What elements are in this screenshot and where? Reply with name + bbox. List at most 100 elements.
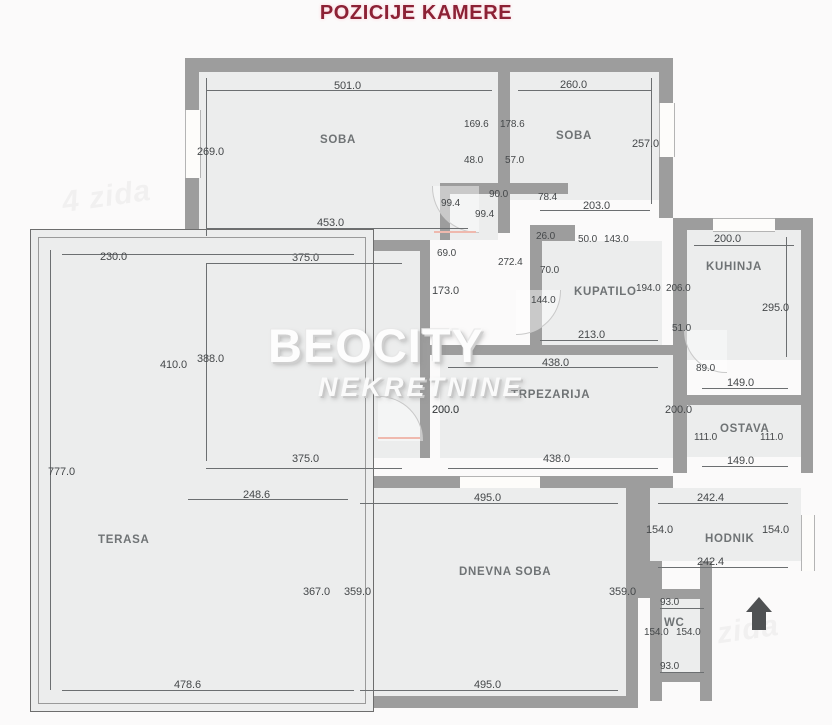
interior-wall-wc-bottom (650, 672, 712, 682)
dimline-kuhinja-top (694, 245, 794, 246)
room-label-dnevna-soba: DNEVNA SOBA (459, 566, 552, 578)
dim-kupatilo-194: 194.0 (636, 283, 661, 294)
dimline-soba3-bottom (206, 468, 402, 469)
dimline-wc-bottom (660, 672, 704, 673)
dim-dnevna-top: 495.0 (474, 492, 502, 504)
dim-kupatilo-26: 26.0 (536, 231, 556, 242)
dim-trpezarija-left: 200.0 (432, 404, 460, 416)
dim-ostava-89: 89.0 (696, 363, 716, 374)
dim-soba3-outer-left: 410.0 (160, 359, 188, 371)
dim-soba1-left: 269.0 (197, 146, 225, 158)
exterior-wall-right (801, 218, 813, 473)
dim-soba2-right: 257.0 (632, 138, 660, 150)
dim-hodnik-left: 154.0 (646, 524, 674, 536)
dim-kuhinja-right: 295.0 (762, 302, 790, 314)
interior-wall-center-vertical (498, 183, 510, 233)
room-label-soba-1: SOBA (320, 134, 357, 146)
dimline-terasa-inner (188, 499, 348, 500)
dim-soba3-top: 375.0 (292, 252, 320, 264)
dimline-soba2-top (518, 90, 652, 91)
dim-kupatilo-2724: 272.4 (498, 257, 523, 268)
room-ostava (687, 405, 801, 457)
dim-terasa-left: 777.0 (48, 466, 76, 478)
window-soba1-left (185, 110, 201, 178)
page-title: POZICIJE KAMERE (319, 2, 513, 24)
dimline-ostava-bottom (702, 466, 788, 467)
dim-kupatilo-50: 50.0 (578, 234, 598, 245)
dimline-hodnik-top (658, 503, 788, 504)
dim-wc-right: 154.0 (676, 627, 701, 638)
dim-soba1-bottom: 453.0 (317, 217, 345, 229)
dim-center-994-a: 99.4 (441, 198, 461, 209)
background-watermark-left: 4 zida (60, 173, 154, 220)
dimline-kupatilo-bottom (540, 340, 658, 341)
interior-wall-soba3-right (420, 240, 430, 458)
dim-trpezarija-bottom: 438.0 (543, 453, 571, 465)
dim-wc-top: 93.0 (660, 597, 680, 608)
dim-kupatilo-143: 143.0 (604, 234, 629, 245)
dimline-dnevna-top (360, 503, 618, 504)
window-soba2-right (659, 103, 675, 157)
room-label-trpezarija: TRPEZARIJA (511, 389, 591, 401)
dimline-dnevna-bottom (360, 690, 618, 691)
room-wc (662, 599, 700, 672)
dimline-soba3-top (206, 263, 402, 264)
dim-center-90: 90.0 (489, 189, 509, 200)
room-label-soba-2: SOBA (556, 130, 593, 142)
dim-soba2-bottom: 203.0 (583, 200, 611, 212)
interior-wall-ostava-top (687, 395, 801, 405)
interior-wall-kuhinja-left (673, 218, 687, 473)
dimline-kuhinja-right (786, 237, 787, 357)
room-dnevna-soba (352, 488, 626, 696)
exterior-wall-bottom (338, 696, 638, 708)
interior-wall-hodnik-left (638, 488, 650, 598)
room-hodnik (650, 488, 801, 561)
dim-wc-left: 154.0 (644, 627, 669, 638)
dim-ostava-top: 149.0 (727, 377, 755, 389)
dimline-wc-top (660, 608, 704, 609)
dimline-trpezarija-top (448, 367, 658, 368)
dim-trpezarija-top: 438.0 (542, 357, 570, 369)
dim-dnevna-right: 359.0 (609, 586, 637, 598)
room-label-kuhinja: KUHINJA (706, 261, 763, 273)
dim-kupatilo-213: 213.0 (578, 329, 606, 341)
room-soba-2 (510, 72, 659, 200)
terasa-inner-outline (38, 237, 366, 704)
room-label-kupatilo: KUPATILO (574, 286, 637, 298)
dimline-hodnik-bottom (658, 567, 788, 568)
door-entrance-panel (801, 515, 815, 571)
dim-hodnik-bottom: 242.4 (697, 556, 725, 568)
exterior-wall-top (185, 58, 673, 72)
door-leaf-corridor (434, 231, 476, 233)
dim-corridor-69: 69.0 (437, 248, 457, 259)
dimline-ostava-top (702, 388, 788, 389)
dim-hodnik-top: 242.4 (697, 492, 725, 504)
interior-wall-soba1-soba2 (498, 58, 510, 183)
dimline-soba1-left (206, 78, 207, 236)
interior-wall-wc-top (650, 589, 712, 599)
window-kuhinja-top (713, 218, 775, 232)
dim-kuhinja-top: 200.0 (714, 233, 742, 245)
dim-soba1-top: 501.0 (334, 80, 362, 92)
dim-terasa-inner: 248.6 (243, 489, 271, 501)
dim-center-57: 57.0 (505, 155, 525, 166)
dim-corridor-200-left: 200.0 (432, 404, 460, 416)
dimline-terasa-bottom (62, 690, 354, 691)
dimline-soba2-bottom (540, 210, 650, 211)
wall-kupatilo-niche (530, 225, 575, 241)
dim-dnevna-left-a: 367.0 (303, 586, 331, 598)
dim-trpezarija-right: 200.0 (665, 404, 693, 416)
dimline-terasa-left (50, 250, 51, 690)
dim-soba2-top: 260.0 (560, 79, 588, 91)
room-label-hodnik: HODNIK (705, 533, 755, 545)
dim-kupatilo-144: 144.0 (531, 295, 556, 306)
dim-ostava-left: 111.0 (694, 432, 718, 443)
room-label-ostava: OSTAVA (720, 423, 770, 435)
door-leaf-soba3 (378, 437, 420, 439)
dimline-trpezarija-bottom (448, 468, 658, 469)
dim-kupatilo-70: 70.0 (540, 265, 560, 276)
dim-soba2-left-a: 169.6 (464, 119, 489, 130)
room-trpezarija (440, 355, 673, 458)
dimline-soba1-bottom (206, 228, 468, 229)
